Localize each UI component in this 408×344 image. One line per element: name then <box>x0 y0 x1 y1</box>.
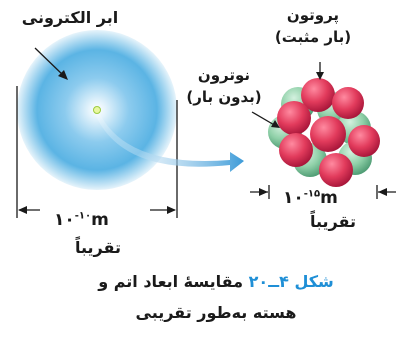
caption-text-line1: مقایسهٔ ابعاد اتم و <box>98 272 243 291</box>
nucleus-size-base: ۱۰ <box>283 188 304 208</box>
atom-approx-label: تقریباً <box>75 238 121 257</box>
figure-caption: شکل ۴ــ۲۰ مقایسهٔ ابعاد اتم و هسته به‌طو… <box>90 266 342 328</box>
nucleus-size-exponent: -۱۵ <box>304 188 320 199</box>
proton-label-line2: (بار مثبت) <box>258 26 368 48</box>
atom-size-base: ۱۰ <box>54 210 75 230</box>
atom-size-unit: m <box>91 210 109 230</box>
nucleus-dot <box>94 107 101 114</box>
figure-number: شکل ۴ــ۲۰ <box>249 272 334 291</box>
proton <box>332 87 364 119</box>
proton-label: پروتون (بار مثبت) <box>258 4 368 48</box>
caption-text-line2: هسته به‌طور تقریبی <box>90 297 342 328</box>
atom-size-exponent: -۱۰ <box>75 210 91 221</box>
nucleus-size-unit: m <box>320 188 338 208</box>
nucleus-cluster <box>268 78 380 187</box>
neutron-pointer-line <box>252 112 276 126</box>
neutron-label: نوترون (بدون بار) <box>168 64 280 108</box>
proton <box>310 116 346 152</box>
proton <box>348 125 380 157</box>
nucleus-approx-label: تقریباً <box>310 212 356 231</box>
nucleus-size-label: ۱۰-۱۵m <box>283 188 338 208</box>
atom-dimension-left-arrowhead <box>18 206 27 214</box>
neutron-label-line1: نوترون <box>168 64 280 86</box>
proton <box>319 153 353 187</box>
proton-label-line1: پروتون <box>258 4 368 26</box>
caption-line1: شکل ۴ــ۲۰ مقایسهٔ ابعاد اتم و <box>90 266 342 297</box>
neutron-label-line2: (بدون بار) <box>168 86 280 108</box>
atom-dimension-right-arrowhead <box>167 206 176 214</box>
nucleus-dimension-left-arrowhead <box>259 188 268 196</box>
nucleus-dimension-right-arrowhead <box>378 188 387 196</box>
electron-cloud-label: ابر الکترونی <box>10 8 130 27</box>
proton <box>279 133 313 167</box>
atom-size-label: ۱۰-۱۰m <box>54 210 109 230</box>
proton <box>277 101 311 135</box>
